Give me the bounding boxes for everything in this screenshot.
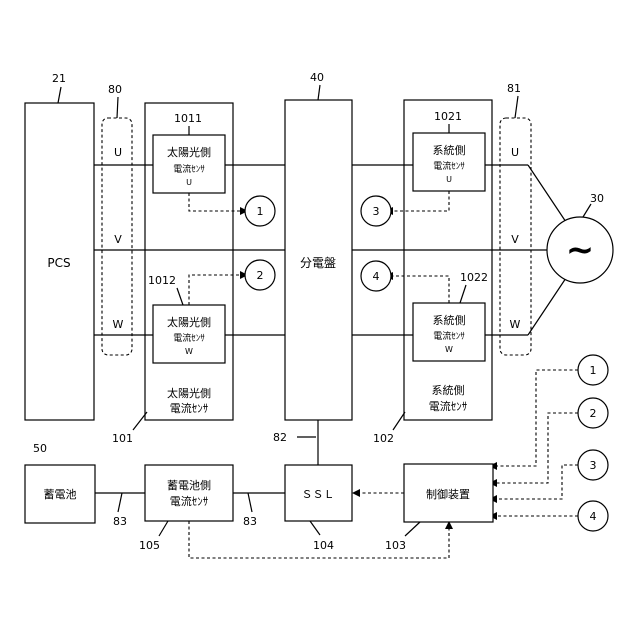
- signal-circle-1-input: 1: [578, 355, 608, 385]
- grid-group-label-1: 系統側: [432, 383, 465, 397]
- dist-board-label: 分電盤: [300, 256, 336, 270]
- ref-50: 50: [33, 442, 47, 455]
- signal-circle-4-input: 4: [578, 501, 608, 531]
- solar-group-label-1: 太陽光側: [167, 386, 211, 400]
- ref-80: 80: [108, 83, 122, 96]
- signal-4-label: 4: [373, 270, 380, 283]
- signal-circle-3-input: 3: [578, 450, 608, 480]
- ref-30: 30: [590, 192, 604, 205]
- grid-ac-source: ~: [547, 217, 613, 283]
- ref-1021: 1021: [434, 110, 462, 123]
- phase-label-v-left: V: [114, 233, 122, 246]
- input-2-label: 2: [590, 407, 597, 420]
- dash-sensor-1022-to-4: [393, 276, 449, 303]
- line-w-to-grid: [528, 278, 566, 335]
- phase-label-v-right: V: [511, 233, 519, 246]
- battery-sensor-line2: 電流ｾﾝｻ: [170, 494, 209, 508]
- signal-circle-2-input: 2: [578, 398, 608, 428]
- grid-group-label-2: 電流ｾﾝｻ: [429, 399, 468, 413]
- dash-sensor-1011-to-1: [189, 193, 240, 211]
- dash-in-2: [497, 413, 578, 483]
- ref-104: 104: [313, 539, 334, 552]
- ref-40: 40: [310, 71, 324, 84]
- grid-sensor-u: 系統側 電流ｾﾝｻ U: [413, 133, 485, 191]
- ref-81: 81: [507, 82, 521, 95]
- solar-sensor-u-line1: 太陽光側: [167, 145, 211, 159]
- phase-label-w-left: W: [113, 318, 124, 331]
- grid-sensor-u-line2: 電流ｾﾝｻ: [433, 160, 465, 172]
- solar-sensor-w: 太陽光側 電流ｾﾝｻ W: [153, 305, 225, 363]
- battery-sensor-line1: 蓄電池側: [167, 479, 211, 492]
- ref-1012: 1012: [148, 274, 176, 287]
- solar-group-label-2: 電流ｾﾝｻ: [170, 401, 209, 415]
- distribution-board: 分電盤: [285, 100, 352, 420]
- grid-sensor-w-line2: 電流ｾﾝｻ: [433, 330, 465, 342]
- ref-83-left: 83: [113, 515, 127, 528]
- grid-sensor-w-line1: 系統側: [433, 313, 466, 327]
- battery-block: 蓄電池: [25, 465, 95, 523]
- phase-label-u-right: U: [511, 146, 519, 159]
- grid-sensor-u-phase: U: [446, 175, 452, 184]
- input-3-label: 3: [590, 459, 597, 472]
- ssl-label: ＳＳＬ: [302, 488, 335, 501]
- battery-label: 蓄電池: [44, 488, 77, 501]
- ac-symbol-icon: ~: [566, 230, 595, 270]
- ref-82: 82: [273, 431, 287, 444]
- solar-sensor-w-phase: W: [185, 347, 193, 356]
- signal-3-label: 3: [373, 205, 380, 218]
- input-4-label: 4: [590, 510, 597, 523]
- pcs-label: PCS: [47, 256, 70, 270]
- ref-21: 21: [52, 72, 66, 85]
- input-1-label: 1: [590, 364, 597, 377]
- signal-dashed-lines: [189, 191, 578, 558]
- dash-sensor-1012-to-2: [189, 275, 240, 305]
- signal-1-label: 1: [257, 205, 264, 218]
- signal-circle-1-board: 1: [245, 196, 275, 226]
- controller-block: 制御装置: [404, 464, 493, 522]
- solar-sensor-u: 太陽光側 電流ｾﾝｻ U: [153, 135, 225, 193]
- signal-circle-3-board: 3: [361, 196, 391, 226]
- ref-101: 101: [112, 432, 133, 445]
- grid-sensor-w: 系統側 電流ｾﾝｻ W: [413, 303, 485, 361]
- line-u-to-grid: [528, 165, 566, 222]
- grid-sensor-w-phase: W: [445, 345, 453, 354]
- signal-circle-4-board: 4: [361, 261, 391, 291]
- solar-sensor-u-phase: U: [186, 178, 192, 187]
- grid-sensor-u-line1: 系統側: [433, 143, 466, 157]
- solar-sensor-w-line1: 太陽光側: [167, 315, 211, 329]
- solar-sensor-u-line2: 電流ｾﾝｻ: [173, 163, 205, 175]
- signal-2-label: 2: [257, 269, 264, 282]
- dash-in-1: [497, 370, 578, 466]
- solar-sensor-w-line2: 電流ｾﾝｻ: [173, 332, 205, 344]
- phase-label-w-right: W: [510, 318, 521, 331]
- dash-sensor-1021-to-3: [393, 191, 449, 211]
- signal-circle-2-board: 2: [245, 260, 275, 290]
- ref-105: 105: [139, 539, 160, 552]
- ref-83-mid: 83: [243, 515, 257, 528]
- dash-in-3: [497, 465, 578, 499]
- ref-103: 103: [385, 539, 406, 552]
- phase-label-u-left: U: [114, 146, 122, 159]
- ref-102: 102: [373, 432, 394, 445]
- pcs-block: PCS: [25, 103, 94, 420]
- ref-1022: 1022: [460, 271, 488, 284]
- ref-1011: 1011: [174, 112, 202, 125]
- ssl-block: ＳＳＬ: [285, 465, 352, 521]
- battery-sensor-block: 蓄電池側 電流ｾﾝｻ: [145, 465, 233, 521]
- controller-label: 制御装置: [426, 487, 470, 501]
